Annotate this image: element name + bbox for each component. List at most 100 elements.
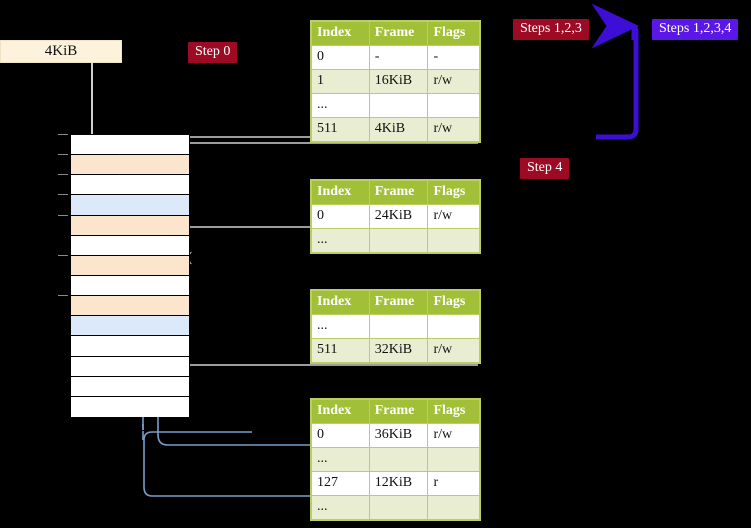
- cell-frame: 24KiB: [368, 204, 429, 229]
- col-flags: Flags: [427, 21, 480, 46]
- cell-flags: [427, 314, 480, 339]
- grid-tick: [58, 174, 68, 176]
- table-header-row: Index Frame Flags: [311, 180, 480, 205]
- memory-grid-row: [71, 316, 189, 337]
- cell-frame: 32KiB: [368, 338, 429, 363]
- step0-badge: Step 0: [188, 42, 238, 63]
- table-row: 0--: [311, 45, 480, 70]
- table-row: ...: [311, 228, 480, 253]
- wire-spacer4: [143, 418, 150, 430]
- table-row: ...: [311, 495, 480, 520]
- col-flags: Flags: [427, 180, 480, 205]
- memory-grid-row: [71, 376, 189, 397]
- memory-block-4kib: 4KiB: [0, 40, 122, 63]
- wire-table4-row0-to-grid: [146, 331, 478, 446]
- steps123-label: Steps 1,2,3: [520, 21, 582, 36]
- table-row: ...: [311, 447, 480, 472]
- cell-index: ...: [311, 495, 370, 520]
- memory-grid-row: [71, 155, 189, 176]
- memory-grid-row: [71, 336, 189, 357]
- cell-flags: [427, 447, 480, 472]
- cell-flags: -: [427, 45, 480, 70]
- grid-tick: [58, 134, 68, 135]
- cell-frame: [368, 93, 429, 118]
- col-index: Index: [311, 399, 370, 424]
- cell-flags: r/w: [427, 338, 480, 363]
- grid-tick: [58, 254, 68, 256]
- col-frame: Frame: [368, 21, 429, 46]
- col-frame: Frame: [368, 290, 429, 315]
- wire-spacer5: [143, 424, 150, 430]
- cell-frame: [368, 447, 429, 472]
- cell-index: ...: [311, 314, 370, 339]
- memory-grid-row: [71, 235, 189, 256]
- memory-grid-row: [71, 195, 189, 216]
- table-row: ...: [311, 93, 480, 118]
- table-header-row: Index Frame Flags: [311, 399, 480, 424]
- col-index: Index: [311, 180, 370, 205]
- cell-flags: r/w: [427, 69, 480, 94]
- cell-frame: 36KiB: [368, 423, 429, 448]
- cell-frame: -: [368, 45, 429, 70]
- cell-flags: [427, 93, 480, 118]
- step4-label: Step 4: [527, 160, 563, 175]
- cell-index: ...: [311, 447, 370, 472]
- cell-index: 0: [311, 45, 370, 70]
- cell-frame: [368, 495, 429, 520]
- table-header-row: Index Frame Flags: [311, 21, 480, 46]
- memory-grid-row: [71, 175, 189, 196]
- cell-flags: r/w: [427, 117, 480, 142]
- cell-index: 0: [311, 423, 370, 448]
- cell-flags: [427, 228, 480, 253]
- grid-tick: [58, 194, 68, 196]
- cell-frame: [368, 314, 429, 339]
- cell-index: 0: [311, 204, 370, 229]
- cell-index: ...: [311, 228, 370, 253]
- step4-badge: Step 4: [520, 158, 570, 179]
- steps1234-badge: Steps 1,2,3,4: [652, 19, 739, 40]
- cell-index: ...: [311, 93, 370, 118]
- table-row: ...: [311, 314, 480, 339]
- cell-frame: [368, 228, 429, 253]
- memory-grid-row: [71, 215, 189, 236]
- grid-tick: [58, 295, 68, 297]
- cell-flags: [427, 495, 480, 520]
- col-frame: Frame: [368, 180, 429, 205]
- cell-frame: 16KiB: [368, 69, 429, 94]
- physical-memory-grid: [70, 134, 190, 417]
- cell-index: 511: [311, 338, 370, 363]
- grid-tick: [58, 154, 68, 156]
- grid-tick: [58, 214, 68, 216]
- col-index: Index: [311, 290, 370, 315]
- cell-frame: 4KiB: [368, 117, 429, 142]
- cell-flags: r/w: [427, 204, 480, 229]
- memory-grid-row: [71, 296, 189, 317]
- cell-index: 1: [311, 69, 370, 94]
- col-frame: Frame: [368, 399, 429, 424]
- cell-index: 127: [311, 471, 370, 496]
- cell-flags: r/w: [427, 423, 480, 448]
- wire-table1-branch: [174, 142, 478, 153]
- purple-bracket: [596, 23, 639, 140]
- steps1234-label: Steps 1,2,3,4: [659, 21, 732, 36]
- memory-grid-row: [71, 275, 189, 297]
- memory-grid-row: [71, 135, 189, 156]
- cell-frame: 12KiB: [368, 471, 429, 496]
- step0-label: Step 0: [195, 44, 231, 59]
- cell-flags: r: [427, 471, 480, 496]
- wire-table4-row127-seg: [143, 431, 478, 497]
- col-index: Index: [311, 21, 370, 46]
